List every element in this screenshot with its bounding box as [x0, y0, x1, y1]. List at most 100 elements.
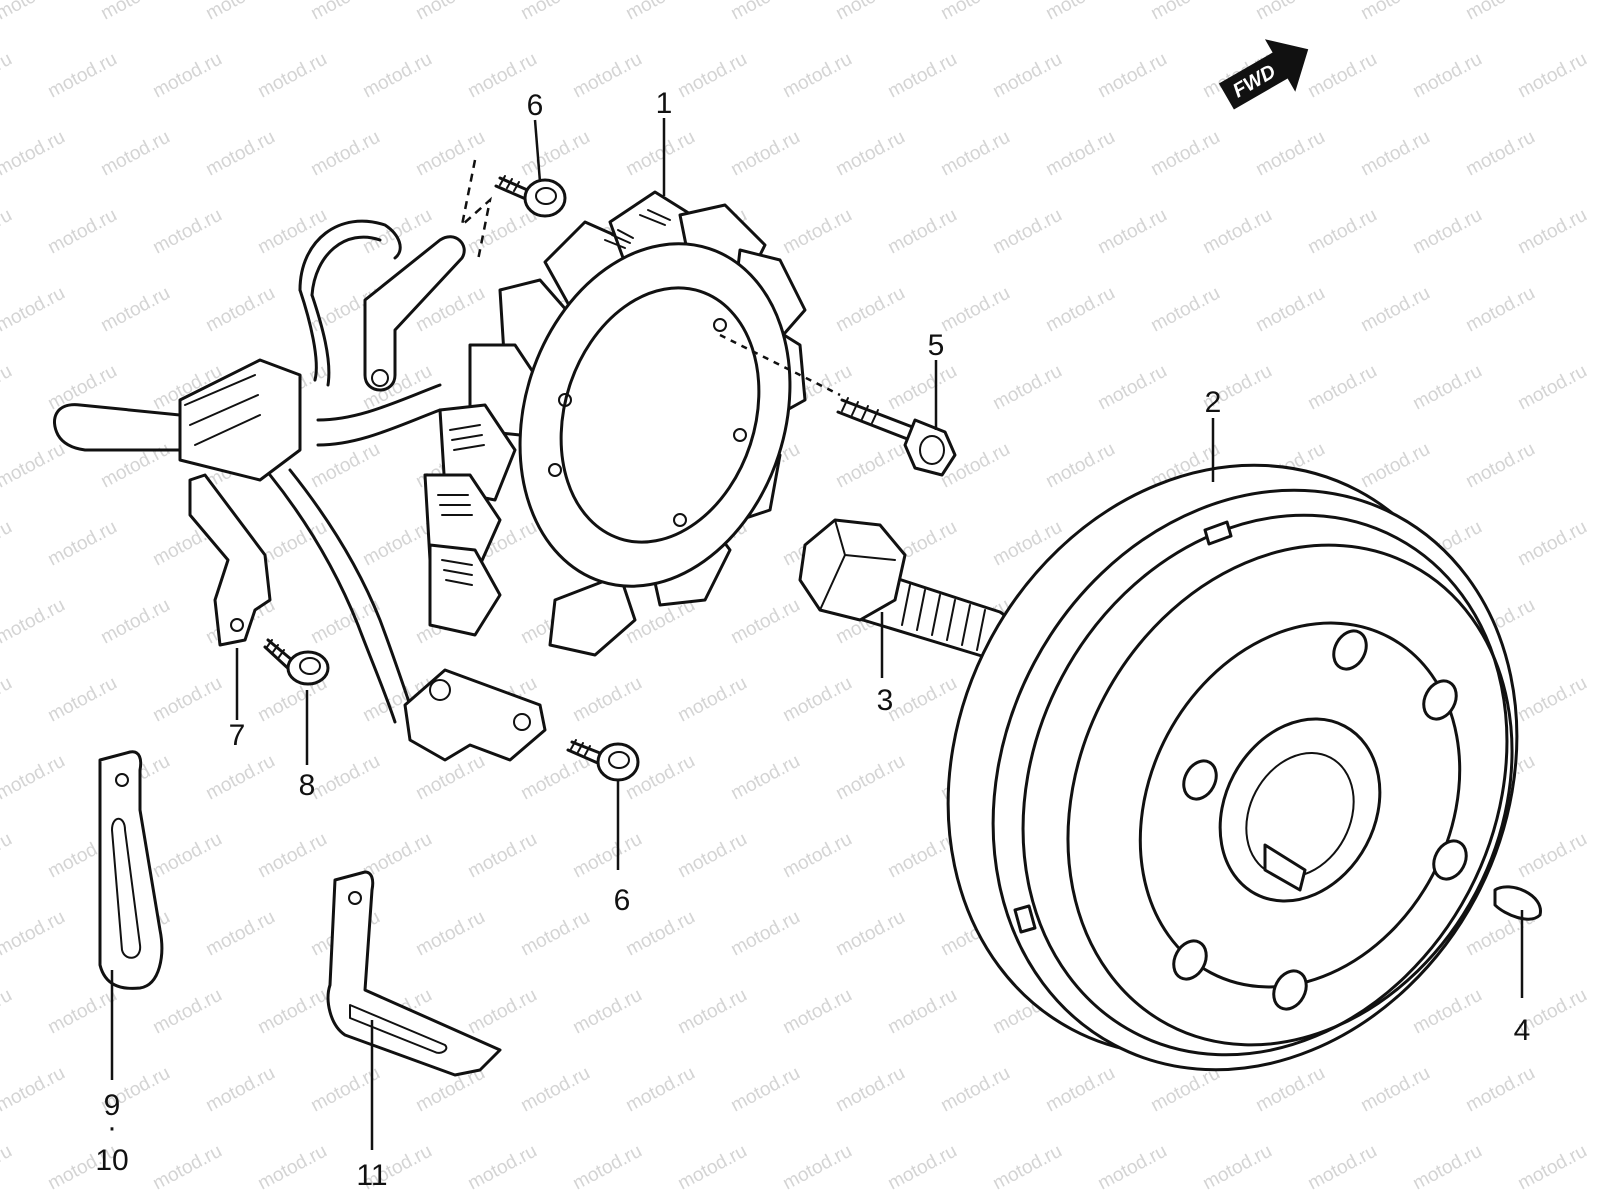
watermark-text: motod.ru — [937, 1063, 1013, 1117]
watermark-text: motod.ru — [727, 907, 803, 961]
watermark-text: motod.ru — [1094, 361, 1170, 415]
callout-8: 8 — [299, 769, 316, 802]
watermark-text: motod.ru — [1357, 0, 1433, 24]
watermark-text: motod.ru — [832, 907, 908, 961]
watermark-text: motod.ru — [884, 1141, 960, 1195]
watermark-text: motod.ru — [412, 907, 488, 961]
watermark-text: motod.ru — [779, 985, 855, 1039]
watermark-text: motod.ru — [307, 751, 383, 805]
watermark-text: motod.ru — [0, 205, 16, 259]
watermark-text: motod.ru — [202, 127, 278, 181]
watermark-text: motod.ru — [1042, 0, 1118, 24]
watermark-text: motod.ru — [1514, 673, 1590, 727]
watermark-text: motod.ru — [1462, 0, 1538, 24]
watermark-text: motod.ru — [0, 829, 16, 883]
watermark-text: motod.ru — [97, 0, 173, 24]
watermark-text: motod.ru — [517, 127, 593, 181]
watermark-text: motod.ru — [779, 1141, 855, 1195]
leader-lines — [110, 118, 1524, 1150]
watermark-text: motod.ru — [1357, 127, 1433, 181]
watermark-text: motod.ru — [832, 439, 908, 493]
callout-5: 5 — [928, 329, 945, 362]
callout-4: 4 — [1514, 1014, 1531, 1047]
watermark-text: motod.ru — [149, 673, 225, 727]
watermark-text: motod.ru — [517, 751, 593, 805]
bracket-part-7 — [188, 473, 272, 647]
bolt-part-6-upper — [494, 175, 567, 218]
watermark-text: motod.ru — [569, 673, 645, 727]
watermark-text: motod.ru — [202, 0, 278, 24]
watermark-text: motod.ru — [0, 439, 69, 493]
callout-1: 1 — [656, 87, 673, 120]
watermark-text: motod.ru — [1462, 1063, 1538, 1117]
watermark-text: motod.ru — [989, 1141, 1065, 1195]
watermark-text: motod.ru — [1147, 127, 1223, 181]
watermark-text: motod.ru — [1514, 49, 1590, 103]
watermark-text: motod.ru — [97, 127, 173, 181]
watermark-text: motod.ru — [359, 205, 435, 259]
watermark-text: motod.ru — [254, 205, 330, 259]
watermark-text: motod.ru — [1304, 1141, 1380, 1195]
watermark-text: motod.ru — [202, 283, 278, 337]
watermark-text: motod.ru — [1462, 283, 1538, 337]
watermark-text: motod.ru — [1304, 361, 1380, 415]
watermark-text: motod.ru — [1409, 49, 1485, 103]
watermark-text: motod.ru — [674, 49, 750, 103]
watermark-text: motod.ru — [307, 127, 383, 181]
callout-3: 3 — [877, 684, 894, 717]
watermark-text: motod.ru — [989, 49, 1065, 103]
watermark-text: motod.ru — [1304, 49, 1380, 103]
watermark-text: motod.ru — [1514, 517, 1590, 571]
watermark-text: motod.ru — [569, 1141, 645, 1195]
watermark-text: motod.ru — [149, 829, 225, 883]
watermark-text: motod.ru — [1252, 127, 1328, 181]
callout-11: 11 — [356, 1159, 387, 1192]
watermark-text: motod.ru — [1252, 0, 1328, 24]
rotor-part-2 — [946, 463, 1519, 1072]
watermark-text: motod.ru — [0, 1063, 69, 1117]
watermark-text: motod.ru — [0, 0, 69, 24]
watermark-text: motod.ru — [0, 517, 16, 571]
watermark-text: motod.ru — [727, 127, 803, 181]
watermark-text: motod.ru — [1409, 361, 1485, 415]
clamp-part-11 — [326, 870, 502, 1077]
callout-6-lower: 6 — [614, 884, 631, 917]
bolt-part-5 — [719, 333, 957, 477]
callout-2: 2 — [1205, 386, 1222, 419]
watermark-text: motod.ru — [254, 829, 330, 883]
callout-labels: 1 2 3 4 5 6 6 7 8 9 · 10 11 — [95, 87, 1530, 1192]
clamp-part-9-10 — [98, 750, 164, 990]
watermark-text: motod.ru — [937, 0, 1013, 24]
watermark-text: motod.ru — [884, 205, 960, 259]
watermark-text: motod.ru — [1409, 985, 1485, 1039]
watermark-text: motod.ru — [359, 517, 435, 571]
watermark-text: motod.ru — [989, 205, 1065, 259]
watermark-text: motod.ru — [1199, 205, 1275, 259]
watermark-text: motod.ru — [832, 1063, 908, 1117]
watermark-text: motod.ru — [202, 1063, 278, 1117]
watermark-text: motod.ru — [1409, 1141, 1485, 1195]
watermark-text: motod.ru — [307, 439, 383, 493]
watermark-text: motod.ru — [884, 361, 960, 415]
watermark-text: motod.ru — [0, 985, 16, 1039]
watermark-text: motod.ru — [0, 127, 69, 181]
watermark-text: motod.ru — [674, 829, 750, 883]
watermark-text: motod.ru — [412, 127, 488, 181]
callout-7: 7 — [229, 719, 246, 752]
watermark-text: motod.ru — [464, 1141, 540, 1195]
bolt-part-8 — [263, 638, 330, 686]
watermark-text: motod.ru — [674, 673, 750, 727]
watermark-text: motod.ru — [569, 829, 645, 883]
watermark-text: motod.ru — [622, 907, 698, 961]
watermark-text: motod.ru — [1357, 1063, 1433, 1117]
watermark-text: motod.ru — [1357, 439, 1433, 493]
callout-10: 10 — [95, 1144, 128, 1177]
watermark-text: motod.ru — [727, 751, 803, 805]
watermark-text: motod.ru — [44, 205, 120, 259]
watermark-text: motod.ru — [622, 1063, 698, 1117]
watermark-text: motod.ru — [1042, 283, 1118, 337]
watermark-text: motod.ru — [254, 985, 330, 1039]
watermark-text: motod.ru — [0, 751, 69, 805]
watermark-text: motod.ru — [832, 0, 908, 24]
watermark-text: motod.ru — [1042, 127, 1118, 181]
